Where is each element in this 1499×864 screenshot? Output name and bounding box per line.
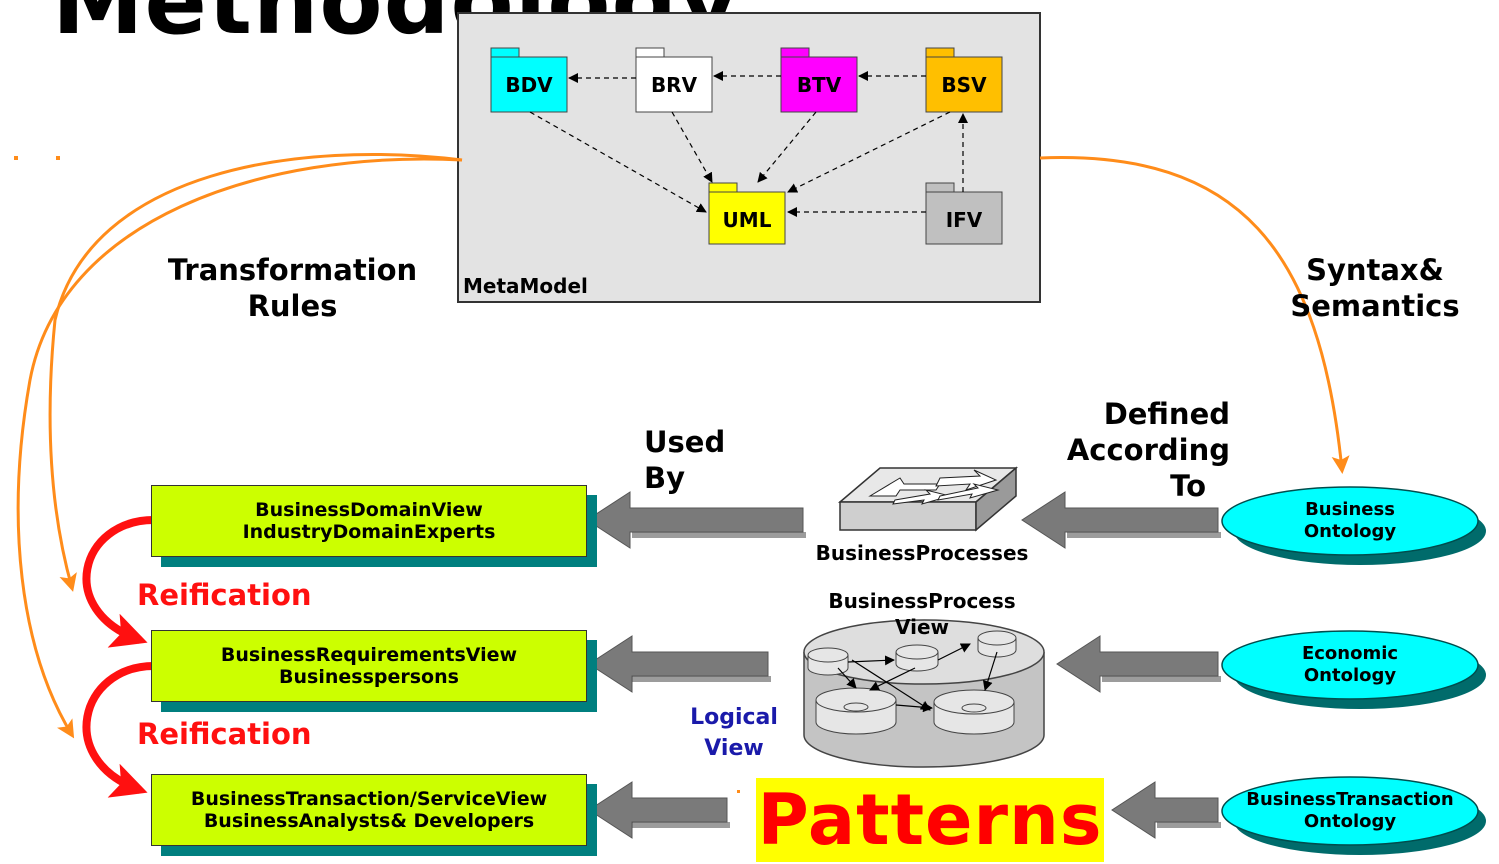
arrow-processview-to-requirements [588,635,769,693]
logical-view-label: Logical View [690,705,778,761]
business-requirements-view-title: BusinessRequirementsView [220,644,518,666]
business-domain-view-title: BusinessDomainView [255,499,483,521]
package-bsv [925,47,1003,113]
transformation-rules-label: Transformation Rules [167,253,418,323]
arrow-processes-to-domain [586,491,804,549]
ontology-shapes [1221,486,1486,855]
decor-dots [14,156,740,793]
package-btv-label: BTV [796,72,842,97]
package-brv-label: BRV [650,72,698,97]
arrow-economic-to-processview [1056,635,1219,693]
defined-according-to-label: Defined According To [1066,397,1230,503]
package-ifv [925,182,1003,245]
package-bsv-label: BSV [941,72,987,97]
business-transaction-view-title: BusinessTransaction/ServiceView [190,788,548,810]
reification-label-1: Reification [137,578,312,612]
arrow-patterns-to-transaction [588,781,728,839]
economic-ontology: Economic Ontology [1301,643,1399,686]
business-requirements-view-box: BusinessRequirementsView Businesspersons [151,630,587,702]
business-process-view-label: BusinessProcess View [828,589,1016,639]
business-domain-view-box: BusinessDomainView IndustryDomainExperts [151,485,587,557]
business-ontology: Business Ontology [1303,499,1397,542]
package-uml-label: UML [722,208,772,232]
business-processes-label: BusinessProcesses [815,541,1029,565]
used-by-label: Used By [644,425,726,495]
metamodel-label: MetaModel [463,274,588,298]
business-domain-view-actors: IndustryDomainExperts [242,521,496,543]
package-ifv-label: IFV [945,208,983,232]
business-transaction-ontology: BusinessTransaction Ontology [1246,789,1454,832]
business-transaction-view-actors: BusinessAnalysts& Developers [203,810,535,832]
syntax-semantics-label: Syntax& Semantics [1290,253,1460,323]
business-requirements-view-actors: Businesspersons [279,666,459,688]
business-transaction-view-box: BusinessTransaction/ServiceView Business… [151,774,587,846]
reification-label-2: Reification [137,717,312,751]
red-reification-arrows [82,516,155,798]
database-cylinder-icon [803,619,1045,768]
switch-icon [837,466,1019,532]
package-bdv [490,47,568,113]
patterns-label: Patterns [756,778,1104,862]
package-uml [708,182,786,245]
arrow-bto-to-patterns [1111,781,1219,839]
metamodel-dependencies [529,71,968,217]
package-bdv-label: BDV [505,72,553,97]
package-btv [780,47,858,113]
orange-transformation-arrows [16,152,1350,739]
package-brv [635,47,713,113]
